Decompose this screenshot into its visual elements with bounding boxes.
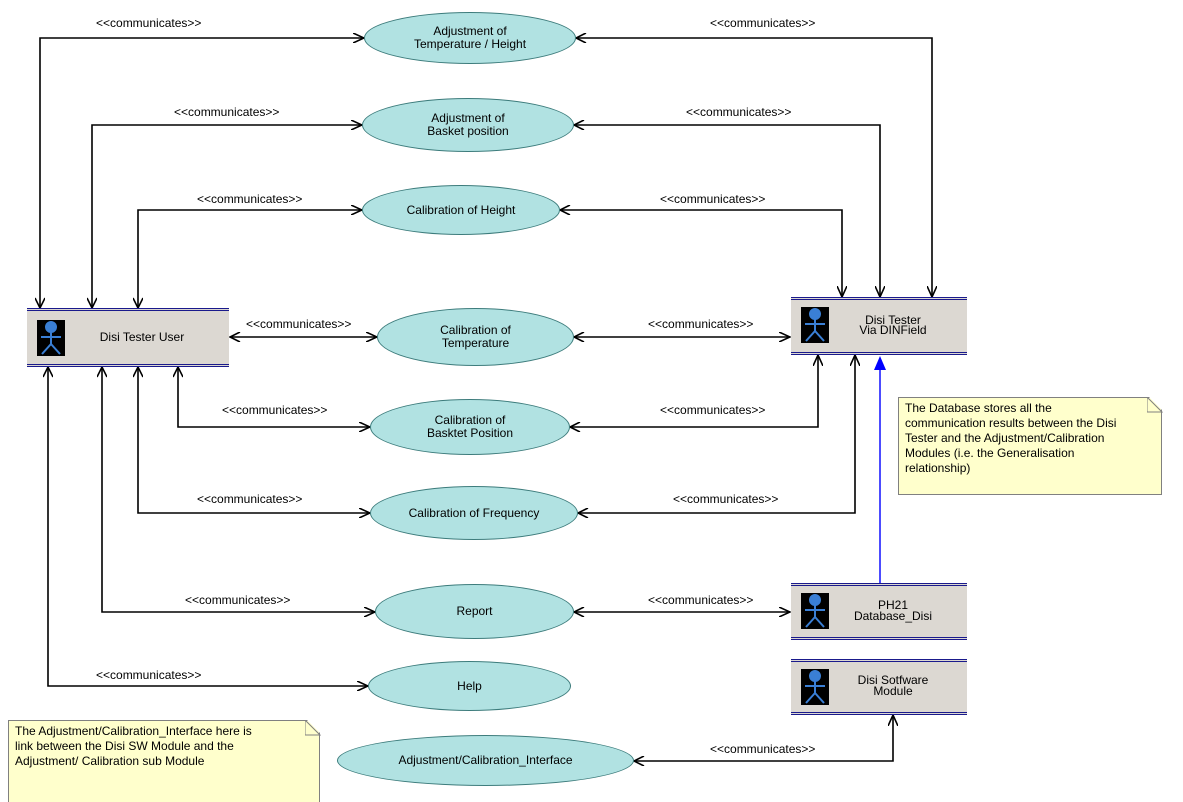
usecase-label-line1: Calibration of [440,323,511,337]
assoc-user-cal-basket [178,367,370,427]
actor-icon [801,593,829,629]
relation-label: <<communicates>> [648,317,754,331]
relation-label: <<communicates>> [686,105,792,119]
database-note-fold [1147,397,1163,413]
relation-label: <<communicates>> [185,593,291,607]
usecase-calibration-frequency[interactable]: Calibration of Frequency [370,486,578,540]
actor-label-line2: Module [873,684,913,698]
actor-label-line1: PH21 [877,598,909,612]
actor-label-line1: Disi Sotfware [857,673,929,687]
usecase-label-line2: Basktet Position [426,426,514,440]
actor-disi-software-module[interactable]: Disi Sotfware Module [791,659,967,715]
assoc-user-adj-basket [92,125,362,308]
usecase-label: Report [456,604,493,618]
usecase-help[interactable]: Help [368,661,571,711]
actor-icon [801,307,829,343]
assoc-user-cal-height [138,210,362,308]
relation-label: <<communicates>> [174,105,280,119]
assoc-adj-temp-dinfield [576,38,932,297]
assoc-cal-height-dinfield [560,210,842,297]
actor-label-line1: Disi Tester [865,313,921,327]
assoc-adj-basket-dinfield [574,125,880,297]
usecase-label-line2: Temperature / Height [413,37,527,51]
relation-label: <<communicates>> [222,403,328,417]
actor-label-line2: Database_Disi [853,609,933,623]
usecase-calibration-height[interactable]: Calibration of Height [362,185,560,235]
usecase-label-line1: Calibration of [434,413,506,427]
usecase-label: Calibration of Height [406,202,516,217]
assoc-user-adj-temp [40,38,364,308]
usecase-label-line1: Adjustment of [431,111,505,125]
usecase-adjustment-calibration-interface[interactable]: Adjustment/Calibration_Interface [337,735,634,786]
actor-disi-tester-user[interactable]: Disi Tester User [27,308,229,367]
usecase-label: Calibration of Frequency [408,505,540,520]
assoc-cal-freq-dinfield [578,355,855,513]
relation-label: <<communicates>> [96,16,202,30]
assoc-interface-software [634,715,893,761]
relation-label: <<communicates>> [710,742,816,756]
relation-label: <<communicates>> [246,317,352,331]
actor-ph21-database[interactable]: PH21 Database_Disi [791,583,967,640]
relation-label: <<communicates>> [660,403,766,417]
relation-label: <<communicates>> [673,492,779,506]
interface-note: The Adjustment/Calibration_Interface her… [8,720,320,802]
relation-label: <<communicates>> [660,192,766,206]
usecase-label: Help [457,678,482,693]
relation-label: <<communicates>> [197,192,303,206]
relation-label: <<communicates>> [96,668,202,682]
usecase-label: Adjustment/Calibration_Interface [398,753,573,767]
actor-disi-tester-dinfield[interactable]: Disi Tester Via DINField [791,297,967,355]
actor-label: Disi Tester User [99,330,185,344]
relation-label: <<communicates>> [648,593,754,607]
generalisation-arrowhead [874,356,886,370]
usecase-report[interactable]: Report [375,584,574,639]
usecase-label-line1: Adjustment of [433,24,507,38]
relation-label: <<communicates>> [197,492,303,506]
relation-label: <<communicates>> [710,16,816,30]
actor-icon [37,320,65,356]
usecase-label-line2: Temperature [441,336,510,350]
actor-icon [801,669,829,705]
actor-label-line2: Via DINField [859,323,927,337]
assoc-user-help [48,367,368,686]
interface-note-fold [305,720,321,736]
database-note: The Database stores all the communicatio… [898,397,1162,495]
usecase-label-line2: Basket position [427,124,509,138]
